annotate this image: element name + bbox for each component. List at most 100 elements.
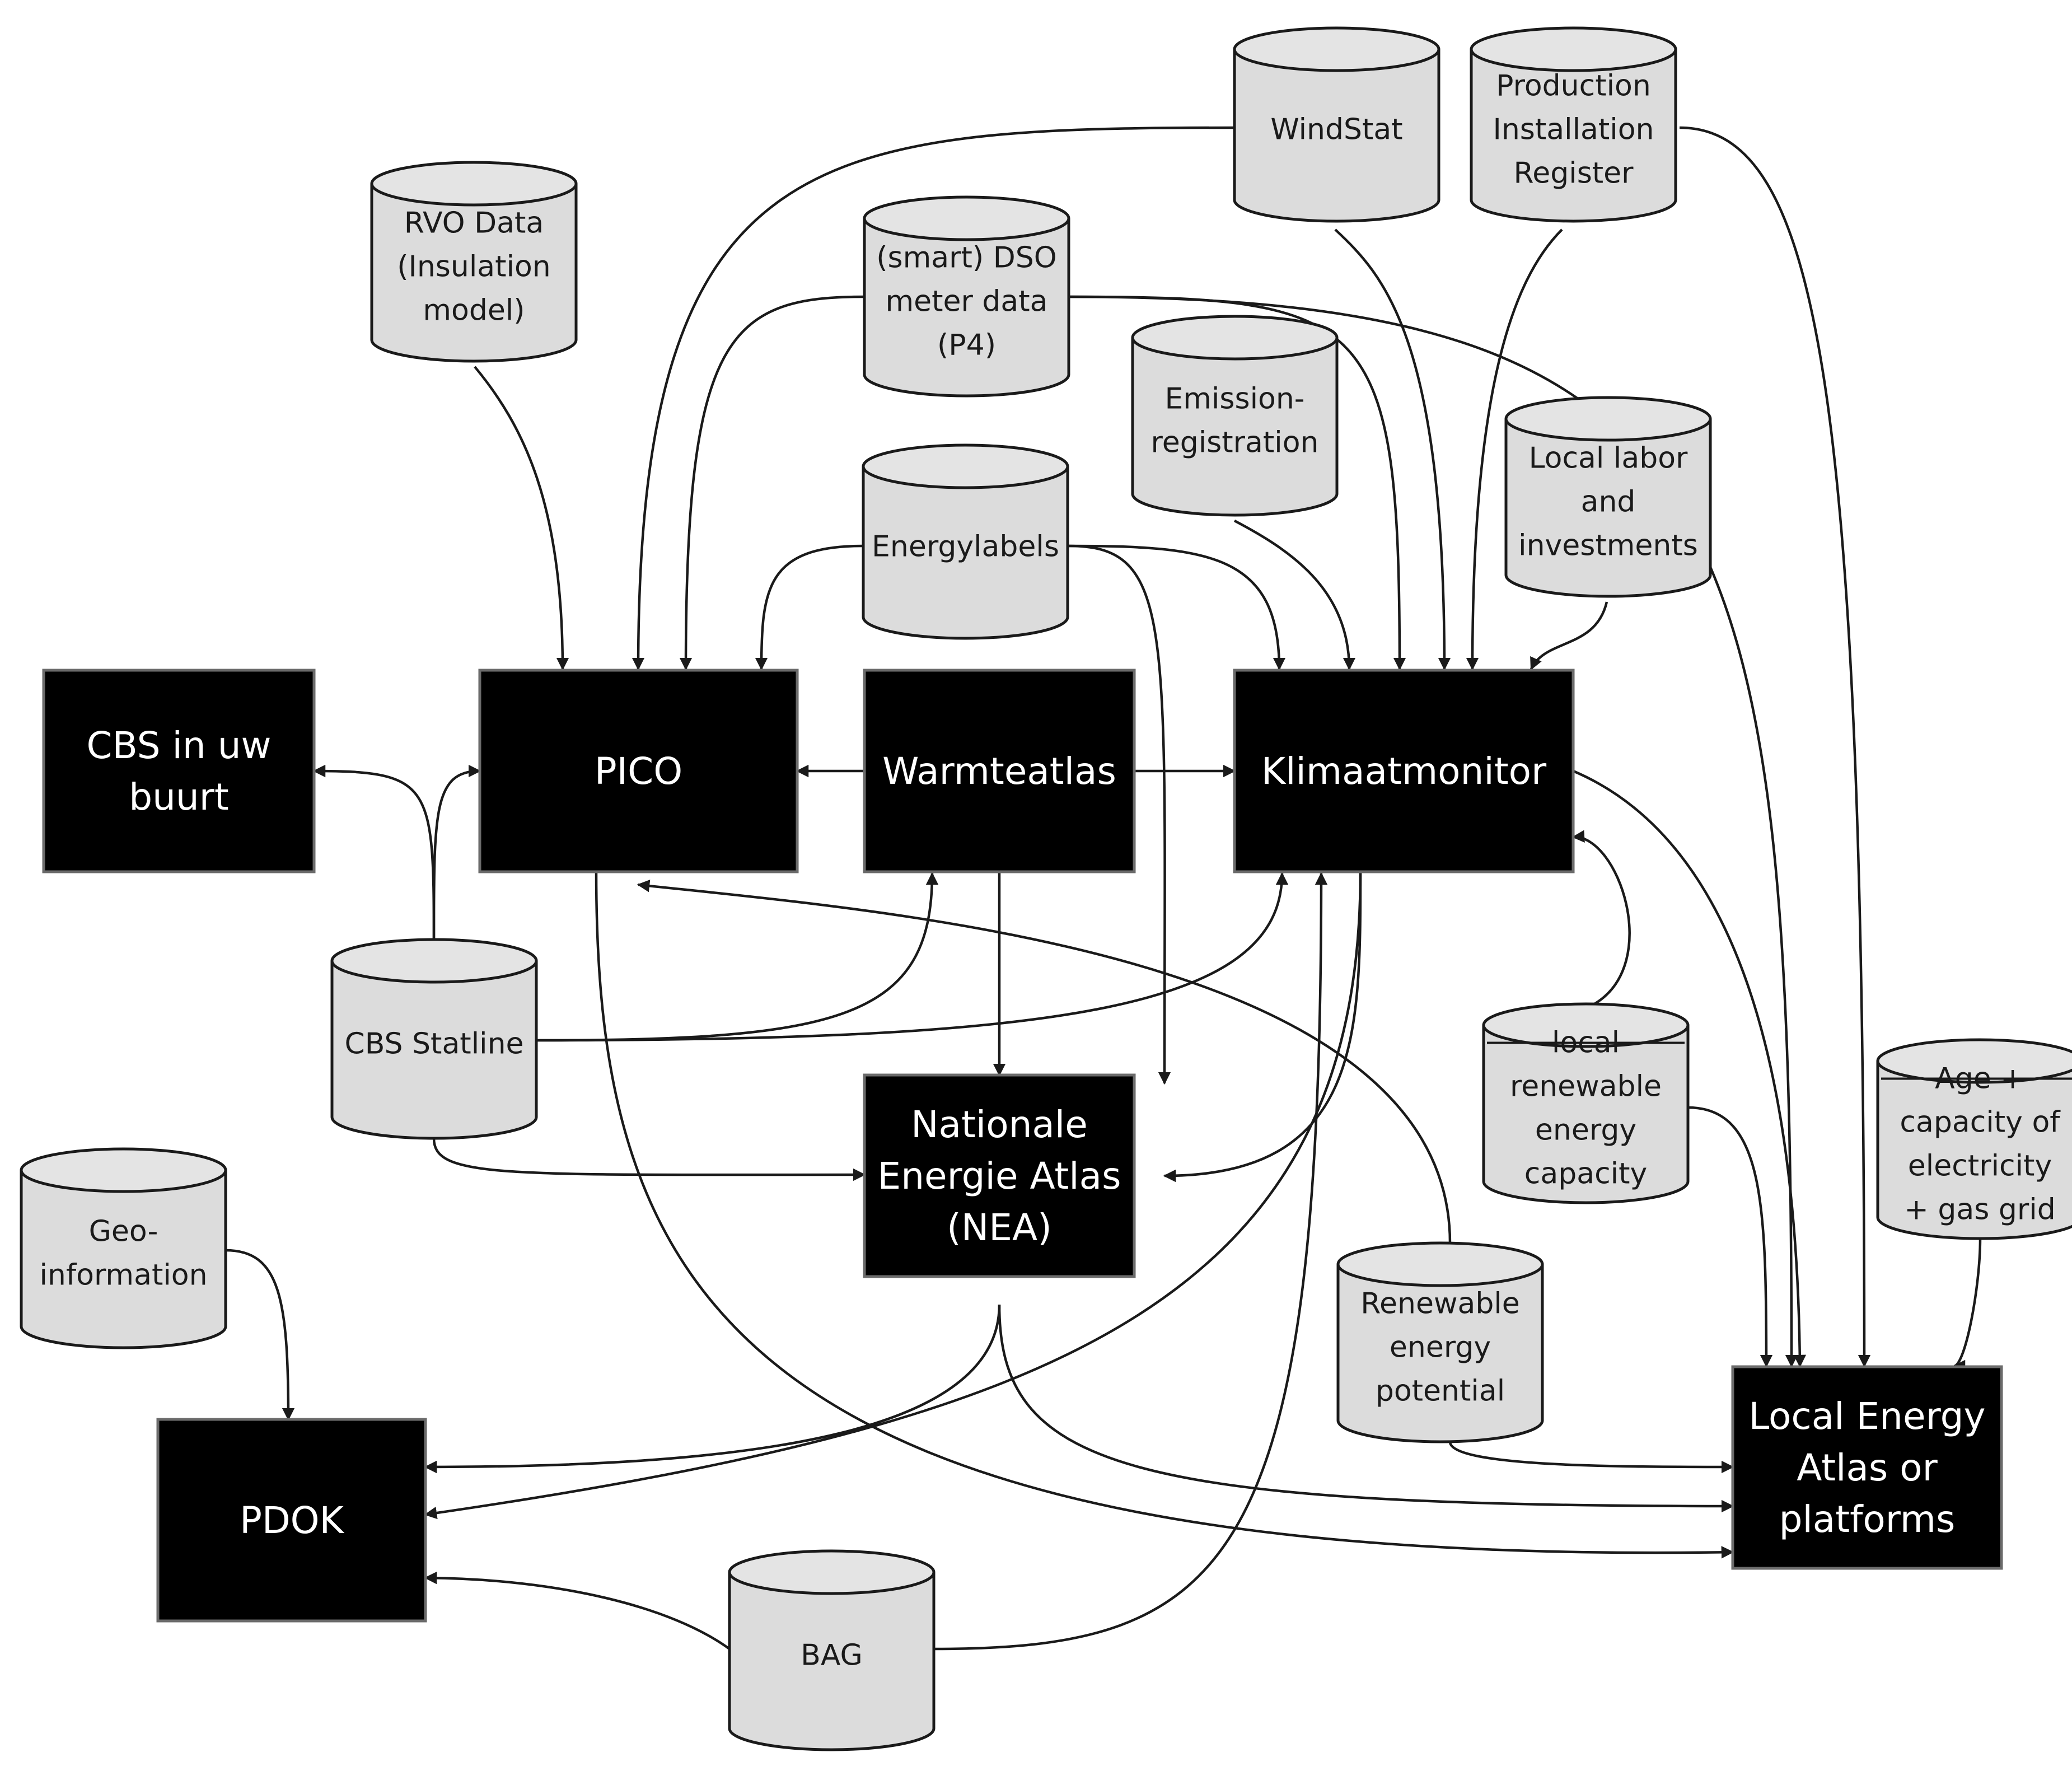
system-warmteatlas: Warmteatlas [863,669,1136,873]
cylinder-top [1233,26,1440,72]
source-label-line: renewable [1510,1070,1662,1104]
source-label-line: Energylabels [872,530,1059,564]
edge-windstat-to-pico [632,126,1235,671]
system-box [1233,669,1575,873]
edge-statline-to-pico [432,764,481,940]
cylinder-body [728,1572,936,1751]
edges-layer [225,126,1982,1651]
system-label-line: Klimaatmonitor [1261,750,1547,793]
source-label-line: energy [1390,1331,1491,1365]
source-dso: (smart) DSO meter data (P4) [863,195,1070,398]
edge-rvo-to-pico [474,366,569,671]
source-label-line: information [39,1259,207,1292]
cylinder-top [1131,315,1339,361]
system-label-line: PDOK [240,1499,345,1542]
system-box [1731,1365,2003,1570]
source-label-line: (Insulation [397,250,551,284]
edge-klimaat-to-nea [1163,871,1362,1183]
cylinder-top [1482,1002,1690,1048]
source-labor: Local labor and investments [1504,396,1712,598]
system-box [42,669,316,873]
cylinder-top [20,1147,227,1193]
cylinder-top [1876,1038,2072,1084]
system-label-line: PICO [595,750,682,793]
edge-energylabels-to-klimaat [1068,544,1286,671]
edge-klimaat-to-pdok [424,871,1362,1520]
source-label-line: WindStat [1270,113,1402,147]
source-label-line: capacity of [1900,1106,2061,1139]
system-label-line: Atlas or [1797,1446,1938,1489]
source-label-line: BAG [801,1639,863,1672]
edge-nea-to-pdok [424,1304,1001,1474]
source-energylabels: Energylabels [862,443,1069,640]
system-label-line: (NEA) [947,1206,1052,1249]
edge-production-to-klimaat [1679,126,1871,1368]
source-geo: Geo-information [20,1147,227,1349]
source-label-line: Renewable [1360,1287,1520,1321]
edge-localrenew-to-klimaat [1571,830,1631,1005]
cylinder-body [330,961,538,1140]
system-klimaat: Klimaatmonitor [1233,669,1575,873]
cylinder-top [370,161,578,207]
system-label-line: CBS in uw [86,724,271,767]
source-label-line: Register [1513,157,1634,190]
cylinder-top [728,1549,936,1595]
cylinder-body [1876,1061,2072,1240]
source-renewpot: Renewable energy potential [1336,1241,1544,1443]
cylinder-body [1336,1264,1544,1443]
source-label-line: electricity [1908,1149,2052,1183]
cylinder-top [330,938,538,984]
source-label-line: registration [1150,426,1318,460]
cylinder-body [1470,49,1677,223]
sources-layer: WindStat ProductionInstallationRegisterRV… [20,26,2072,1751]
source-windstat: WindStat [1233,26,1440,223]
system-box [156,1418,427,1623]
system-label-line: Local Energy [1748,1395,1985,1438]
cylinder-body [862,466,1069,640]
source-statline: CBS Statline [330,938,538,1140]
edge-windstat-to-klimaat [1334,228,1451,671]
source-label-line: Local labor [1529,442,1688,475]
cylinder-body [370,184,578,363]
system-box [863,669,1136,873]
system-pdok: PDOK [156,1418,427,1623]
source-bag: BAG [728,1549,936,1751]
cylinder-body [863,218,1070,398]
source-label-line: meter data [885,285,1047,319]
system-label-line: Energie Atlas [878,1155,1121,1198]
source-label-line: (smart) DSO [876,241,1056,275]
source-label-line: RVO Data [404,207,544,240]
source-label-line: CBS Statline [344,1027,523,1061]
source-label-line: potential [1376,1375,1505,1408]
source-label-line: model) [423,294,525,328]
source-label-line: capacity [1524,1157,1648,1191]
source-label-line: Emission- [1164,382,1304,416]
cylinder-body [20,1170,227,1349]
cylinder-top [863,195,1070,241]
source-label-line: (P4) [937,329,996,362]
edge-energylabels-to-nea [1068,544,1171,1085]
cylinder-body [1482,1025,1690,1204]
source-label-line: + gas grid [1904,1193,2055,1227]
edge-energylabels-to-pico [755,544,864,671]
cylinder-top [862,443,1069,489]
system-box [863,1073,1136,1278]
source-label-line: Production [1496,69,1651,103]
system-label-line: Nationale [911,1103,1088,1146]
cylinder-body [1131,338,1339,517]
source-label-line: investments [1518,529,1698,563]
source-label-line: energy [1535,1114,1636,1147]
edge-statline-to-cbsbuurt [312,764,436,940]
edge-statline-to-klimaat [536,872,1289,1042]
edge-bag-to-klimaat [933,872,1328,1651]
edge-nea-to-localatlas [998,1304,1734,1513]
edge-production-to-localatlas [1466,228,1563,671]
edge-statline-to-nea [432,1138,866,1181]
source-label-line: and [1581,485,1636,519]
source-label-line: Installation [1493,113,1654,147]
